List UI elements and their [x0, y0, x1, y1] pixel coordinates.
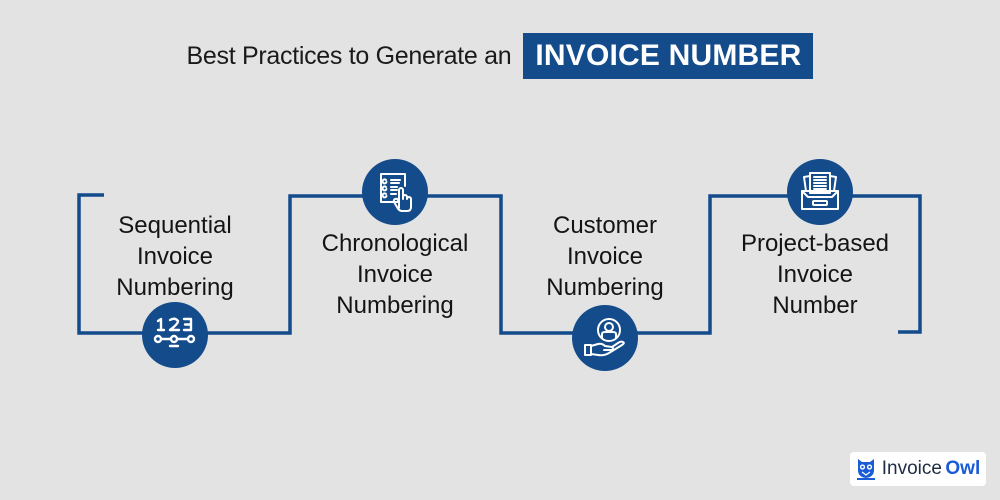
customer-hand-icon [584, 318, 625, 357]
step-label-sequential: Sequential Invoice Numbering [90, 210, 260, 303]
numbers-sequence-icon [153, 317, 196, 348]
page-title: Best Practices to Generate an INVOICE NU… [0, 33, 1000, 79]
label-line: Invoice [356, 261, 434, 288]
brand-logo: Invoice Owl [850, 452, 986, 486]
title-highlight: INVOICE NUMBER [523, 33, 814, 79]
logo-text-invoice: Invoice [881, 458, 942, 479]
step-icon-circle-1 [142, 302, 208, 368]
step-label-customer: Customer Invoice Numbering [520, 210, 690, 303]
step-label-chronological: Chronological Invoice Numbering [300, 228, 490, 321]
label-line: Numbering [336, 292, 454, 319]
label-line: Sequential [118, 212, 232, 239]
logo-text-owl: Owl [945, 458, 981, 479]
owl-icon [856, 459, 875, 480]
label-line: Number [772, 292, 858, 319]
label-line: Numbering [116, 274, 234, 301]
step-icon-circle-3 [572, 305, 638, 371]
label-line: Customer [552, 212, 658, 239]
step-icon-circle-4 [787, 159, 853, 225]
label-line: Invoice [566, 243, 644, 270]
step-icon-circle-2 [362, 159, 428, 225]
step-label-project-based: Project-based Invoice Number [720, 228, 910, 321]
label-line: Invoice [776, 261, 854, 288]
label-line: Chronological [321, 230, 469, 257]
checklist-hand-icon [380, 173, 412, 212]
label-line: Invoice [136, 243, 214, 270]
title-prefix: Best Practices to Generate an [186, 41, 512, 70]
document-tray-icon [801, 172, 839, 210]
label-line: Project-based [740, 230, 890, 257]
label-line: Numbering [546, 274, 664, 301]
